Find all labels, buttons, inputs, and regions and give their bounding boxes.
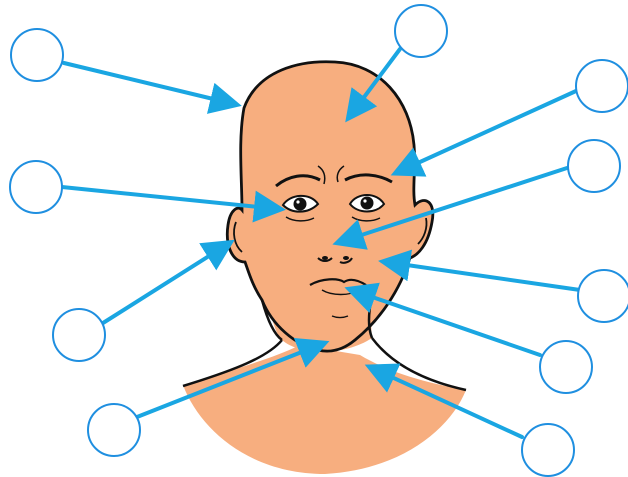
left-nostril — [322, 256, 328, 260]
right-nostril — [343, 256, 349, 260]
arrow-lips — [352, 290, 540, 355]
label-circle-eye[interactable] — [10, 161, 62, 213]
label-circle-ear[interactable] — [53, 309, 105, 361]
arrow-scalp-outline — [64, 63, 234, 104]
label-circle-nose-bridge[interactable] — [568, 140, 620, 192]
arrow-ear — [103, 244, 228, 323]
arrow-cheek — [386, 262, 580, 290]
label-circle-scalp-outline[interactable] — [11, 29, 63, 81]
shoulders — [183, 345, 466, 474]
label-circle-eyebrow[interactable] — [576, 60, 628, 112]
label-circle-cheek[interactable] — [578, 270, 628, 322]
label-circle-lips[interactable] — [540, 341, 592, 393]
label-circle-forehead[interactable] — [395, 5, 447, 57]
label-circle-chin[interactable] — [88, 404, 140, 456]
arrow-eyebrow — [398, 91, 576, 172]
label-circle-neck[interactable] — [522, 424, 574, 476]
